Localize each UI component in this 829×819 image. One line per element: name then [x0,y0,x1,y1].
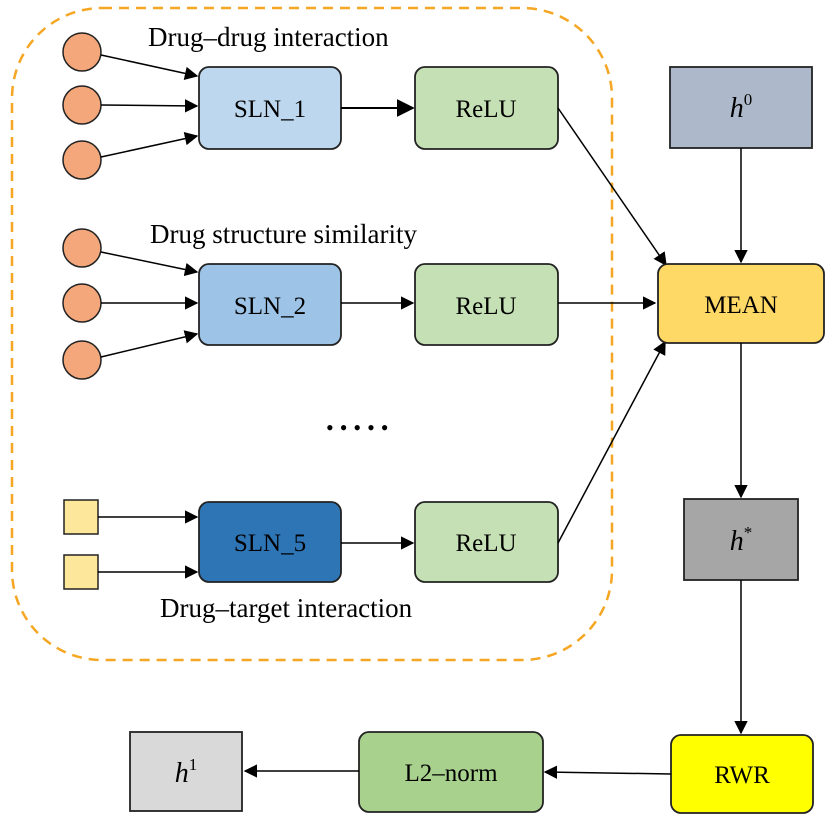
edge-relu3-mean [557,340,666,544]
h1-node: h1 [129,731,243,812]
sln2-node: SLN_2 [198,263,342,346]
drug-node-1b [62,85,102,125]
relu1-label: ReLU [455,96,516,123]
edge-1c-sln1 [100,132,199,158]
mean-node: MEAN [657,263,825,344]
edge-rwr-l2 [543,765,672,779]
h0-label: h0 [730,90,753,124]
drug-structure-label: Drug structure similarity [150,219,417,249]
hstar-label: h* [730,523,753,557]
drug-node-2c [62,340,102,380]
target-node-a [63,499,99,535]
drug-node-2a [62,228,102,268]
hstar-sup: * [744,523,753,542]
relu1-node: ReLU [414,66,559,150]
l2norm-label: L2–norm [404,760,498,787]
h0-node: h0 [669,66,813,149]
drug-drug-label: Drug–drug interaction [148,22,389,52]
sln2-label: SLN_2 [234,293,306,320]
drug-target-label: Drug–target interaction [160,593,413,623]
ellipsis-dots: ••••• [326,415,395,440]
target-node-b [63,554,99,590]
h1-label: h1 [175,755,198,789]
edge-1a-sln1 [100,54,199,80]
h1-base: h [175,758,189,789]
h0-base: h [730,93,744,124]
graph-group-frame [10,6,614,662]
edge-1b-sln1 [100,99,199,113]
hstar-node: h* [683,498,799,581]
relu3-node: ReLU [414,501,559,583]
edge-2c-sln2 [100,330,199,358]
drug-node-1c [62,140,102,180]
drug-node-2b [62,283,102,323]
relu2-label: ReLU [455,293,516,320]
rwr-node: RWR [670,734,814,814]
relu3-label: ReLU [455,530,516,557]
relu2-node: ReLU [414,263,559,346]
h0-sup: 0 [744,90,753,109]
edge-relu1-mean [557,107,667,267]
sln1-node: SLN_1 [198,66,342,150]
mean-label: MEAN [704,292,778,319]
rwr-label: RWR [714,762,770,789]
hstar-base: h [730,526,744,557]
sln5-node: SLN_5 [198,501,342,583]
l2norm-node: L2–norm [358,731,544,813]
h1-sup: 1 [189,755,198,774]
sln5-label: SLN_5 [234,530,306,557]
sln1-label: SLN_1 [234,96,306,123]
edge-2a-sln2 [100,251,199,277]
drug-node-1a [62,32,102,72]
